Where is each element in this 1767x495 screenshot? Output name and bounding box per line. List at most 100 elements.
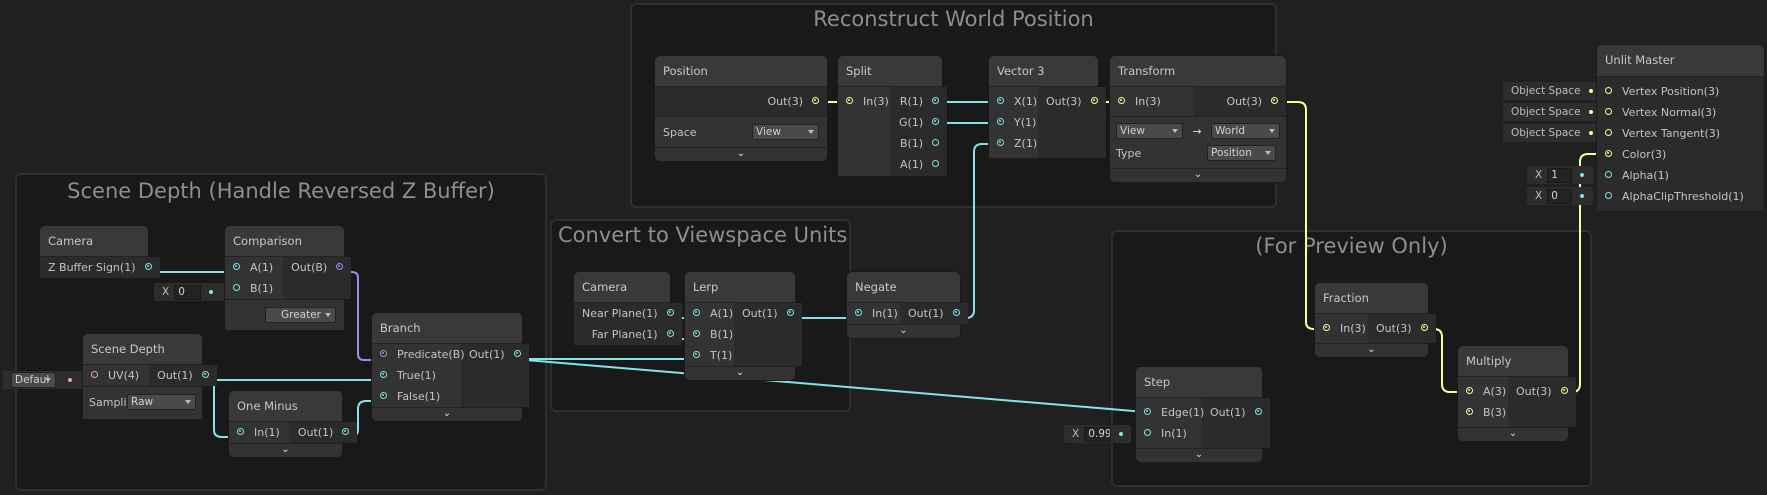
port-a[interactable]: A(1) (891, 154, 947, 175)
expand-button[interactable]: ⌄ (655, 147, 827, 161)
port-in[interactable]: In(1) (229, 422, 290, 443)
scene-depth-uv-default[interactable]: Defaul (3, 371, 90, 389)
port-t[interactable]: T(1) (685, 345, 734, 366)
node-unlit-master[interactable]: Unlit Master Vertex Position(3) Vertex N… (1597, 45, 1764, 211)
transform-from-dropdown[interactable]: View (1116, 123, 1183, 139)
node-transform[interactable]: Transform In(3) Out(3) View → World Type… (1110, 56, 1286, 182)
port-vertex-position[interactable]: Vertex Position(3) (1597, 81, 1764, 102)
node-one-minus[interactable]: One Minus In(1) Out(1) ⌄ (229, 391, 358, 457)
port-a[interactable]: A(1) (225, 257, 283, 278)
port-in[interactable]: In(3) (1110, 91, 1194, 112)
node-step[interactable]: Step Edge(1) In(1) Out(1) ⌄ (1136, 367, 1270, 462)
port-dot[interactable] (342, 428, 350, 435)
port-out[interactable]: Out(3) (1368, 318, 1436, 339)
port-dot[interactable] (666, 309, 674, 316)
port-alpha-clip-threshold[interactable]: AlphaClipThreshold(1) (1597, 186, 1764, 207)
node-camera-planes[interactable]: Camera Near Plane(1) Far Plane(1) (574, 272, 682, 345)
port-out[interactable]: Out(1) (900, 303, 968, 324)
port-dot[interactable] (1466, 408, 1473, 415)
node-lerp[interactable]: Lerp A(1) B(1) T(1) Out(1) ⌄ (685, 272, 802, 380)
port-edge[interactable]: Edge(1) (1136, 402, 1204, 423)
node-vector3[interactable]: Vector 3 X(1) Y(1) Z(1) Out(3) (989, 56, 1106, 158)
expand-button[interactable]: ⌄ (1136, 448, 1262, 462)
vertex-tangent-default[interactable]: Object Space (1503, 124, 1603, 142)
port-out[interactable]: Out(1) (149, 365, 217, 386)
port-out[interactable]: Out(1) (461, 344, 529, 365)
field-value[interactable]: 0 (1547, 188, 1573, 204)
port-dot[interactable] (812, 97, 819, 104)
uv-default-dropdown[interactable]: Defaul (11, 372, 56, 388)
port-vertex-normal[interactable]: Vertex Normal(3) (1597, 102, 1764, 123)
step-in-field[interactable]: X 0.99 (1064, 425, 1131, 443)
vertex-normal-default[interactable]: Object Space (1503, 103, 1603, 121)
port-dot[interactable] (952, 309, 960, 316)
port-dot[interactable] (846, 97, 853, 104)
port-dot[interactable] (932, 139, 940, 146)
port-y[interactable]: Y(1) (989, 112, 1038, 133)
port-x[interactable]: X(1) (989, 91, 1038, 112)
port-dot[interactable] (786, 309, 794, 316)
port-dot[interactable] (1605, 87, 1612, 94)
port-dot[interactable] (997, 97, 1004, 104)
port-dot[interactable] (932, 97, 940, 104)
port-dot[interactable] (380, 371, 387, 378)
port-dot[interactable] (1323, 324, 1330, 331)
port-b[interactable]: B(1) (685, 324, 734, 345)
port-z[interactable]: Z(1) (989, 133, 1038, 154)
node-camera-zbuffer[interactable]: Camera Z Buffer Sign(1) (40, 226, 160, 278)
port-out[interactable]: Out(1) (734, 303, 802, 324)
port-dot[interactable] (693, 309, 700, 316)
port-dot[interactable] (693, 330, 700, 337)
port-in[interactable]: In(1) (847, 303, 900, 324)
alpha-field[interactable]: X 1 (1527, 166, 1593, 184)
port-dot[interactable] (1605, 192, 1612, 199)
port-dot[interactable] (1605, 171, 1612, 178)
alpha-clip-field[interactable]: X 0 (1527, 187, 1593, 205)
field-value[interactable]: 0.99 (1084, 426, 1112, 442)
port-out[interactable]: Out(3) (1194, 91, 1286, 112)
port-out[interactable]: Out(3) (1038, 91, 1106, 112)
field-value[interactable]: 0 (174, 284, 202, 300)
transform-to-dropdown[interactable]: World (1211, 123, 1280, 139)
port-dot[interactable] (932, 160, 940, 167)
port-dot[interactable] (666, 330, 674, 337)
node-multiply[interactable]: Multiply A(3) B(3) Out(3) ⌄ (1458, 346, 1576, 441)
node-branch[interactable]: Branch Predicate(B) True(1) False(1) Out… (372, 313, 529, 421)
port-dot[interactable] (144, 263, 152, 270)
port-dot[interactable] (1560, 387, 1568, 394)
vertex-position-default[interactable]: Object Space (1503, 82, 1603, 100)
port-dot[interactable] (1090, 97, 1098, 104)
node-comparison[interactable]: Comparison A(1) B(1) Out(B) Greater (225, 226, 352, 330)
expand-button[interactable]: ⌄ (229, 443, 342, 457)
expand-button[interactable]: ⌄ (1315, 343, 1428, 357)
expand-button[interactable]: ⌄ (685, 366, 795, 380)
port-b[interactable]: B(1) (891, 133, 947, 154)
port-b[interactable]: B(1) (225, 278, 283, 299)
field-value[interactable]: 1 (1547, 167, 1573, 183)
expand-button[interactable]: ⌄ (847, 324, 960, 338)
port-dot[interactable] (1271, 97, 1278, 104)
port-a[interactable]: A(3) (1458, 381, 1508, 402)
space-dropdown[interactable]: View (752, 124, 819, 140)
node-fraction[interactable]: Fraction In(3) Out(3) ⌄ (1315, 283, 1436, 357)
port-dot[interactable] (997, 139, 1004, 146)
port-in[interactable]: In(1) (1136, 423, 1202, 444)
port-vertex-tangent[interactable]: Vertex Tangent(3) (1597, 123, 1764, 144)
port-dot[interactable] (932, 118, 940, 125)
port-out[interactable]: Out(3) (1508, 381, 1576, 402)
expand-button[interactable]: ⌄ (372, 407, 522, 421)
port-dot[interactable] (1605, 108, 1612, 115)
port-dot[interactable] (693, 351, 700, 358)
node-negate[interactable]: Negate In(1) Out(1) ⌄ (847, 272, 968, 338)
port-dot[interactable] (513, 350, 521, 357)
port-in[interactable]: In(3) (838, 91, 891, 112)
port-dot[interactable] (1605, 150, 1612, 157)
port-dot[interactable] (1420, 324, 1428, 331)
port-far-plane[interactable]: Far Plane(1) (574, 324, 682, 345)
port-a[interactable]: A(1) (685, 303, 734, 324)
port-dot[interactable] (997, 118, 1004, 125)
port-dot[interactable] (237, 428, 244, 435)
port-dot[interactable] (1466, 387, 1473, 394)
comparison-b-field[interactable]: X 0 (154, 283, 224, 301)
